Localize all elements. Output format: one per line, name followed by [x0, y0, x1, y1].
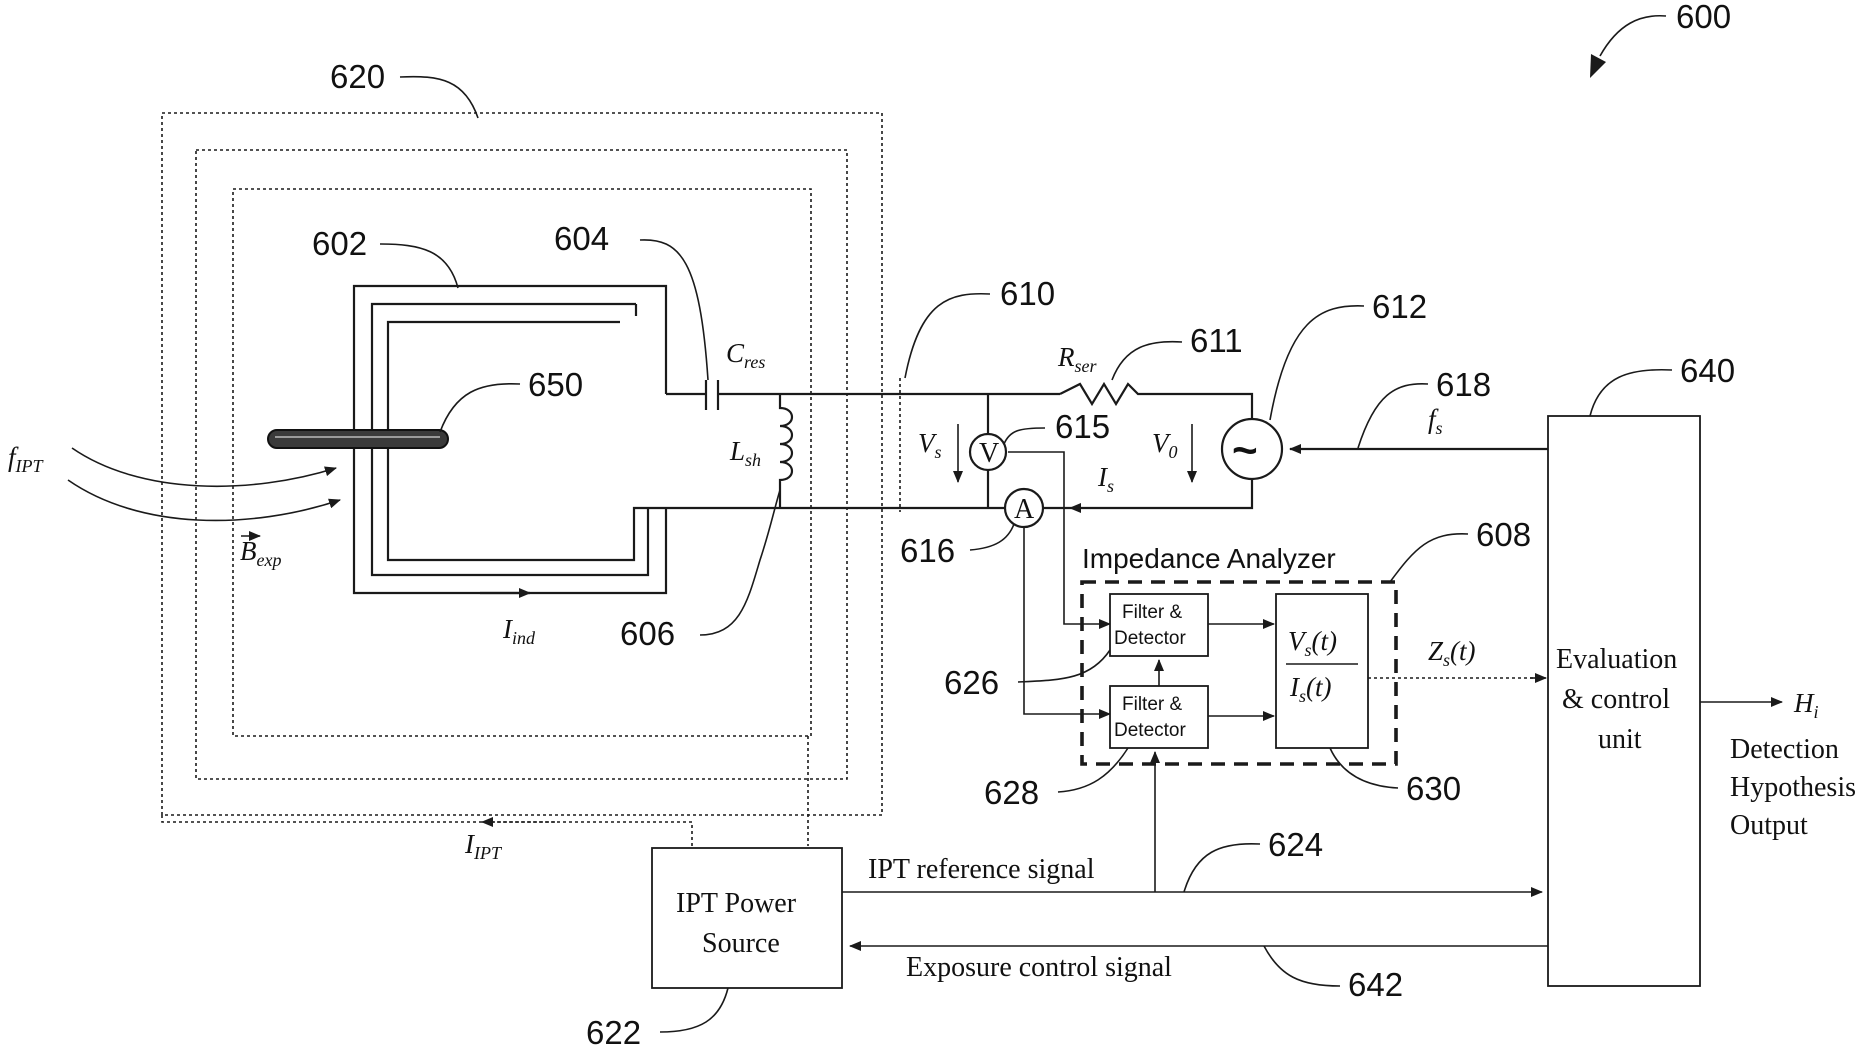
leader-604 [640, 240, 708, 380]
ref-622: 622 [586, 1014, 641, 1049]
ref-612: 612 [1372, 288, 1427, 325]
label-iind: Iind [502, 614, 536, 648]
label-iipt: IIPT [464, 829, 503, 863]
ref-618: 618 [1436, 366, 1491, 403]
output-line1: Detection [1730, 734, 1839, 765]
resonant-circuit: Cres 604 Lsh 606 610 [554, 220, 1060, 652]
voltmeter-letter: V [979, 438, 999, 469]
filter2-line2: Detector [1114, 720, 1186, 741]
ipt-power-source: IPT Power Source 622 [586, 848, 842, 1049]
exposure-field: fIPT Bexp [8, 442, 340, 570]
label-fs: fs [1428, 404, 1443, 438]
label-lsh: Lsh [729, 436, 761, 470]
leader-611 [1112, 342, 1182, 380]
ac-wave-icon: ~ [1232, 426, 1258, 475]
leader-612 [1270, 306, 1364, 420]
eval-line1: Evaluation [1556, 644, 1677, 675]
power-line2: Source [702, 928, 780, 959]
ref-628: 628 [984, 774, 1039, 811]
ref-616: 616 [900, 532, 955, 569]
ipt-reference-label: IPT reference signal [868, 854, 1095, 885]
exposure-control-signal: Exposure control signal 642 [850, 946, 1548, 1003]
leader-630 [1330, 748, 1398, 788]
ref-602: 602 [312, 225, 367, 262]
ref-620: 620 [330, 58, 385, 95]
numerator: Vs(t) [1288, 626, 1337, 660]
label-zs: Zs(t) [1428, 636, 1476, 670]
ref-640: 640 [1680, 352, 1735, 389]
label-v0: V0 [1152, 428, 1178, 462]
leader-640 [1590, 370, 1672, 416]
filter1-line1: Filter & [1122, 602, 1183, 623]
evaluation-control-unit: Evaluation & control unit 640 Hi Detecti… [1548, 352, 1856, 986]
leader-615 [1004, 428, 1045, 444]
figure-reference: 600 [1590, 0, 1731, 78]
ref-624: 624 [1268, 826, 1323, 863]
test-object: 650 [268, 366, 583, 448]
leader-618 [1358, 384, 1428, 448]
ref-630: 630 [1406, 770, 1461, 807]
power-line1: IPT Power [676, 888, 797, 919]
label-rser: Rser [1057, 342, 1097, 376]
ref-606: 606 [620, 615, 675, 652]
output-line2: Hypothesis [1730, 772, 1856, 803]
label-fipt: fIPT [8, 442, 45, 476]
ref-615: 615 [1055, 408, 1110, 445]
ref-642: 642 [1348, 966, 1403, 1003]
ammeter-letter: A [1014, 494, 1035, 525]
analyzer-title: Impedance Analyzer [1082, 543, 1336, 574]
ref-608: 608 [1476, 516, 1531, 553]
leader-600 [1600, 16, 1666, 56]
leader-624 [1184, 844, 1260, 892]
ref-600: 600 [1676, 0, 1731, 35]
feed-line-outer [162, 815, 692, 846]
leader-626 [1018, 650, 1110, 682]
leader-616 [970, 524, 1014, 550]
object-rod [268, 430, 448, 448]
leader-602 [380, 244, 458, 288]
ref-610: 610 [1000, 275, 1055, 312]
enclosure-inner [233, 189, 811, 736]
enclosure-outer [162, 113, 882, 815]
ref-604: 604 [554, 220, 609, 257]
leader-622 [660, 988, 728, 1032]
ref-626: 626 [944, 664, 999, 701]
ref-650: 650 [528, 366, 583, 403]
measurement-instruments: V Vs 615 A 616 [900, 394, 1110, 569]
divider-block [1276, 594, 1368, 748]
label-vs: Vs [918, 428, 942, 462]
exposure-control-label: Exposure control signal [906, 952, 1172, 983]
excitation-source: Rser 611 ~ Is V0 612 [1043, 288, 1427, 508]
ref-611: 611 [1190, 322, 1243, 359]
filter2-line1: Filter & [1122, 694, 1183, 715]
leader-628 [1058, 748, 1128, 792]
leader-650 [440, 384, 520, 432]
frequency-line: fs 618 [1290, 366, 1548, 449]
output-line3: Output [1730, 810, 1808, 841]
leader-620 [400, 77, 478, 118]
label-bexp: Bexp [240, 536, 281, 570]
leader-610 [905, 294, 990, 378]
label-cres: Cres [726, 338, 765, 372]
leader-608 [1390, 534, 1468, 582]
leader-642 [1264, 946, 1340, 986]
label-is: Is [1097, 462, 1114, 496]
arrow-600-icon [1590, 54, 1606, 78]
eval-line3: unit [1598, 724, 1642, 755]
leader-606 [700, 490, 780, 635]
label-hi: Hi [1793, 688, 1819, 722]
shunt-inductor [780, 394, 792, 508]
filter1-line2: Detector [1114, 628, 1186, 649]
return-line [1043, 479, 1252, 508]
eval-line2: & control [1562, 684, 1670, 715]
denominator: Is(t) [1289, 672, 1332, 706]
field-arrow-1 [72, 448, 336, 486]
ipt-transmitter-coil: 620 IIPT [162, 58, 882, 863]
